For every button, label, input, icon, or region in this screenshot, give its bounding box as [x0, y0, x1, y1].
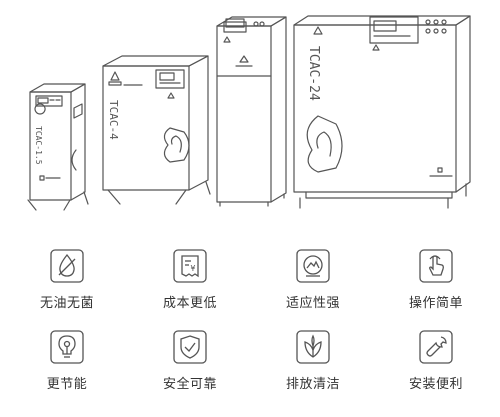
feature-low-cost: ¥ 成本更低 — [135, 249, 245, 311]
feature-label: 排放清洁 — [285, 377, 340, 392]
feature-label: 安全可靠 — [162, 377, 217, 392]
model-label-tcac-24: TCAC-24 — [306, 46, 321, 101]
feature-energy-saving: 更节能 — [12, 330, 122, 392]
model-label-tcac-1-5: TCAC-1.5 — [34, 126, 43, 165]
feature-easy-install: 安装便利 — [381, 330, 491, 392]
feature-label: 更节能 — [46, 377, 88, 392]
compressor-tcac-1-5: TCAC-1.5 — [27, 83, 89, 211]
feature-label: 适应性强 — [285, 296, 340, 311]
compressor-tcac-4: TCAC-4 — [102, 55, 211, 205]
feature-label: 操作简单 — [408, 296, 463, 311]
compressor-cabinet — [216, 16, 287, 207]
feature-easy-operation: 操作简单 — [381, 249, 491, 311]
touch-operation-icon — [419, 249, 453, 283]
svg-text:¥: ¥ — [191, 264, 196, 273]
model-label-tcac-4: TCAC-4 — [107, 100, 120, 140]
feature-label: 成本更低 — [162, 296, 217, 311]
safety-shield-icon — [173, 330, 207, 364]
low-cost-receipt-icon: ¥ — [173, 249, 207, 283]
oil-free-sterile-icon — [50, 249, 84, 283]
feature-safety: 安全可靠 — [135, 330, 245, 392]
feature-oil-free: 无油无菌 — [12, 249, 122, 311]
feature-label: 安装便利 — [408, 377, 463, 392]
feature-clean-emission: 排放清洁 — [258, 330, 368, 392]
energy-saving-bulb-icon — [50, 330, 84, 364]
clean-emission-leaf-icon — [296, 330, 330, 364]
compressor-tcac-24: TCAC-24 — [293, 15, 471, 209]
easy-install-wrench-icon — [419, 330, 453, 364]
feature-label: 无油无菌 — [39, 296, 94, 311]
feature-adaptability: 适应性强 — [258, 249, 368, 311]
adaptability-icon — [296, 249, 330, 283]
